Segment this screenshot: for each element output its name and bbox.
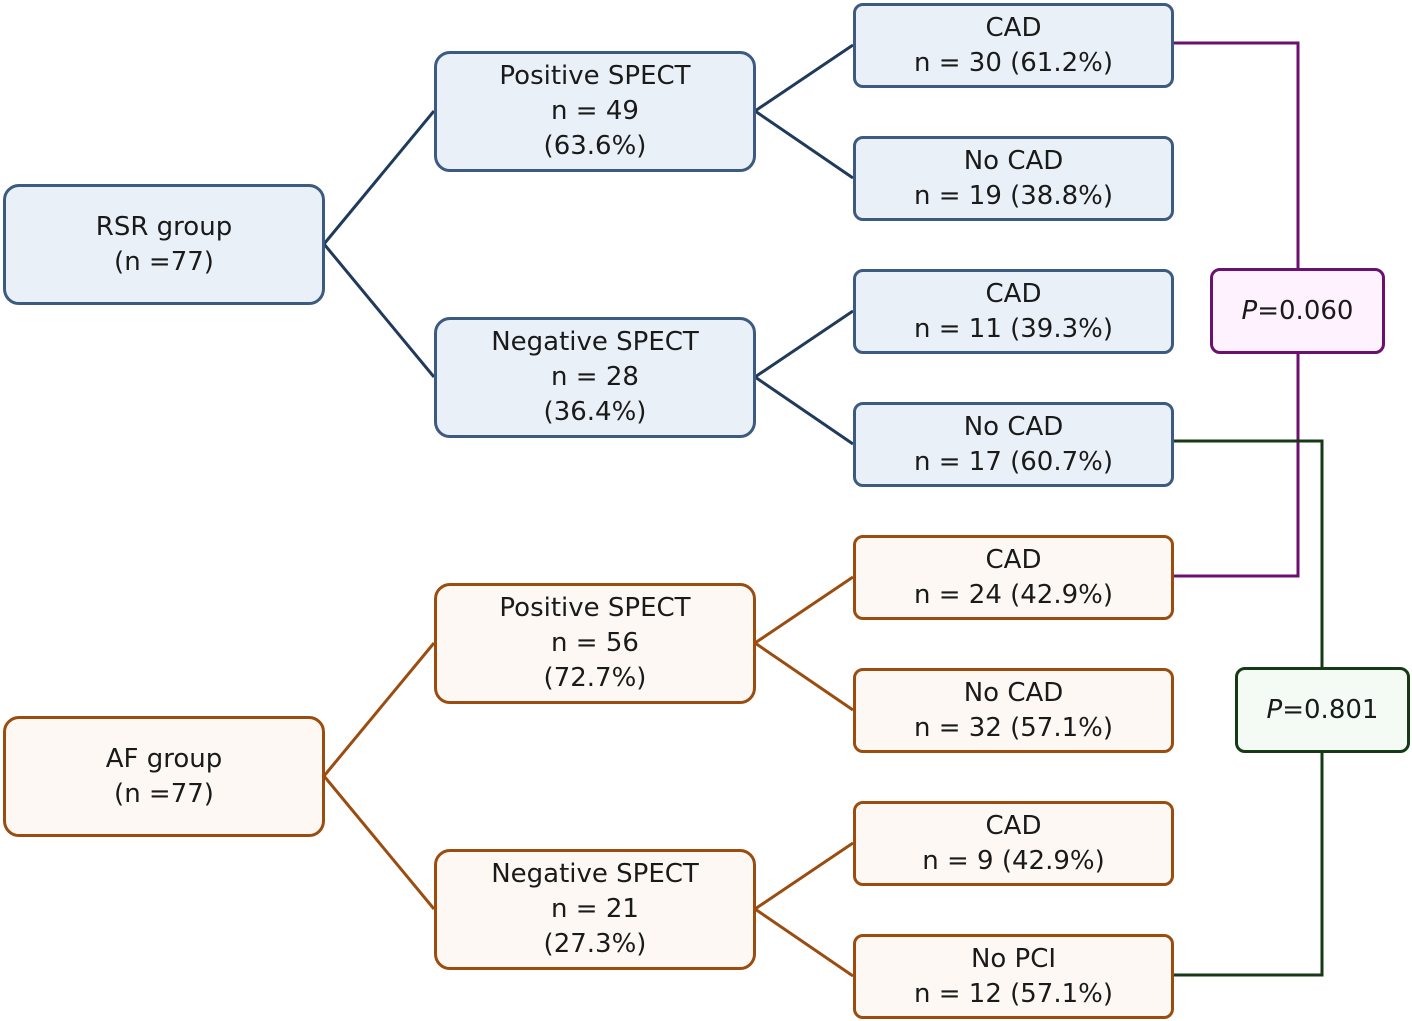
af-positive-spect-count: n = 56 <box>551 628 639 658</box>
af-negative-spect-count: n = 21 <box>551 894 639 924</box>
af-positive-nocad-title: No CAD <box>963 677 1064 708</box>
rsr-negative-spect-count: n = 28 <box>551 362 639 392</box>
rsr-positive-spect-title: Positive SPECT <box>499 61 691 91</box>
rsr-negative-nocad-count: n = 17 (60.7%) <box>913 446 1114 477</box>
p-value-nocad-negative-box: P =0.801 <box>1235 667 1410 753</box>
p1-bracket <box>1173 41 1300 578</box>
af-negative-cad-title: CAD <box>985 810 1042 841</box>
af-negative-spect-percent: (27.3%) <box>543 929 647 959</box>
af-positive-cad-title: CAD <box>985 544 1042 575</box>
af-group-node: AF group (n =77) <box>3 716 325 837</box>
p2-bracket <box>1173 439 1324 977</box>
p-value-cad-positive: =0.060 <box>1257 296 1354 326</box>
af-positive-cad-node: CAD n = 24 (42.9%) <box>853 535 1174 620</box>
p-value-nocad-negative: =0.801 <box>1282 695 1379 725</box>
af-positive-spect-title: Positive SPECT <box>499 593 691 623</box>
rsr-positive-spect-node: Positive SPECT n = 49 (63.6%) <box>434 51 756 172</box>
rsr-positive-spect-percent: (63.6%) <box>543 131 647 161</box>
af-connectors <box>322 575 854 978</box>
af-negative-nopci-node: No PCI n = 12 (57.1%) <box>853 934 1174 1019</box>
af-positive-cad-count: n = 24 (42.9%) <box>913 579 1114 610</box>
rsr-group-node: RSR group (n =77) <box>3 184 325 305</box>
rsr-group-count: (n =77) <box>114 246 214 277</box>
p-value-label: P <box>1266 695 1283 725</box>
rsr-positive-cad-title: CAD <box>985 12 1042 43</box>
p-value-cad-positive-box: P =0.060 <box>1210 268 1385 354</box>
rsr-positive-nocad-node: No CAD n = 19 (38.8%) <box>853 136 1174 221</box>
af-negative-nopci-count: n = 12 (57.1%) <box>913 978 1114 1009</box>
rsr-negative-spect-percent: (36.4%) <box>543 397 647 427</box>
af-positive-spect-percent: (72.7%) <box>543 663 647 693</box>
af-positive-nocad-node: No CAD n = 32 (57.1%) <box>853 668 1174 753</box>
af-negative-cad-node: CAD n = 9 (42.9%) <box>853 801 1174 886</box>
af-group-count: (n =77) <box>114 778 214 809</box>
rsr-negative-nocad-title: No CAD <box>963 411 1064 442</box>
rsr-negative-spect-node: Negative SPECT n = 28 (36.4%) <box>434 317 756 438</box>
rsr-negative-cad-node: CAD n = 11 (39.3%) <box>853 269 1174 354</box>
rsr-negative-cad-count: n = 11 (39.3%) <box>913 313 1114 344</box>
rsr-positive-cad-count: n = 30 (61.2%) <box>913 47 1114 78</box>
af-positive-spect-node: Positive SPECT n = 56 (72.7%) <box>434 583 756 704</box>
rsr-group-title: RSR group <box>95 211 233 242</box>
af-negative-cad-count: n = 9 (42.9%) <box>922 845 1105 876</box>
rsr-negative-nocad-node: No CAD n = 17 (60.7%) <box>853 402 1174 487</box>
rsr-negative-spect-title: Negative SPECT <box>491 327 699 357</box>
rsr-connectors <box>322 43 854 446</box>
af-negative-spect-title: Negative SPECT <box>491 859 699 889</box>
rsr-positive-spect-count: n = 49 <box>551 96 639 126</box>
rsr-positive-cad-node: CAD n = 30 (61.2%) <box>853 3 1174 88</box>
af-positive-nocad-count: n = 32 (57.1%) <box>913 712 1114 743</box>
rsr-positive-nocad-title: No CAD <box>963 145 1064 176</box>
rsr-positive-nocad-count: n = 19 (38.8%) <box>913 180 1114 211</box>
rsr-negative-cad-title: CAD <box>985 278 1042 309</box>
af-group-title: AF group <box>105 743 223 774</box>
af-negative-nopci-title: No PCI <box>970 943 1057 974</box>
p-value-label: P <box>1241 296 1258 326</box>
af-negative-spect-node: Negative SPECT n = 21 (27.3%) <box>434 849 756 970</box>
